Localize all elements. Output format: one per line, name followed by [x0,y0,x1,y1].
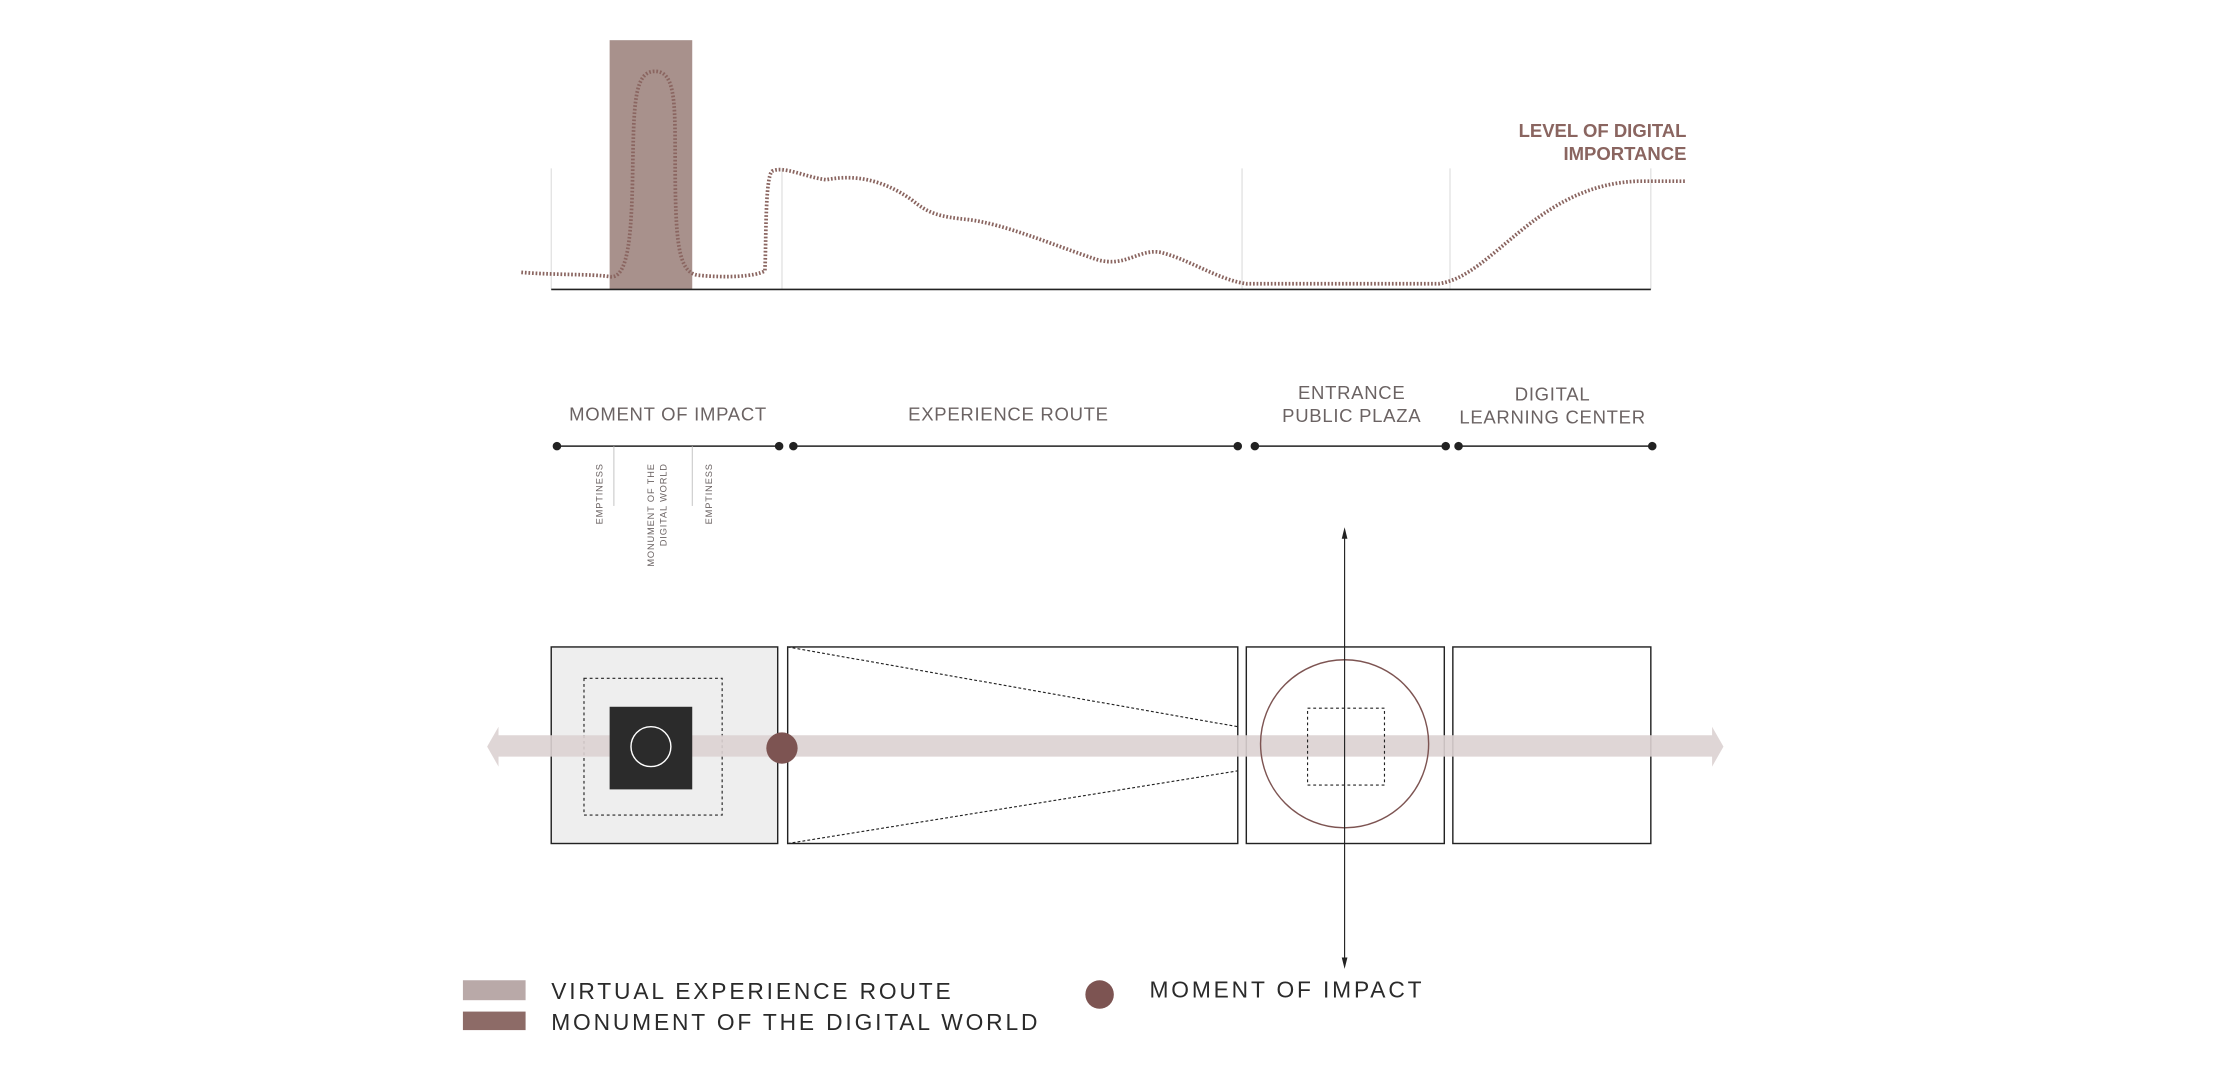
perspective-line-bottom [787,770,1238,845]
importance-curve [521,69,1687,286]
legend-swatch-monument [462,1011,526,1031]
sub-label-emptiness-left: EMPTINESS [595,463,605,524]
graph-gridlines [550,168,1652,290]
arrow-up-icon [1341,527,1348,539]
moment-of-impact-dot [766,732,798,764]
segment-label-moment-of-impact: MOMENT OF IMPACT [569,403,767,424]
segment-label-learning-line2: LEARNING CENTER [1459,406,1645,427]
sub-label-monument-line1: MONUMENT OF THE [646,463,656,566]
segment-label-entrance-line2: PUBLIC PLAZA [1282,405,1421,426]
segment-label-experience-route: EXPERIENCE ROUTE [908,403,1109,424]
arrow-down-icon [1341,957,1348,969]
monument-bar [609,40,693,290]
virtual-experience-route-band [487,726,1724,767]
legend-swatch-route [462,980,526,1001]
segment-label-learning-line1: DIGITAL [1515,384,1591,405]
graph-title-line1: LEVEL OF DIGITAL [1519,120,1687,141]
legend-impact-dot [1085,980,1114,1009]
legend-label-impact: MOMENT OF IMPACT [1149,976,1424,1002]
segment-label-entrance-line1: ENTRANCE [1298,382,1405,403]
perspective-line-top [787,646,1238,728]
site-plan [487,527,1724,969]
legend: VIRTUAL EXPERIENCE ROUTE MONUMENT OF THE… [462,976,1424,1035]
monument-block [609,706,693,790]
graph-title-line2: IMPORTANCE [1563,143,1686,164]
legend-label-route: VIRTUAL EXPERIENCE ROUTE [551,978,953,1004]
legend-label-monument: MONUMENT OF THE DIGITAL WORLD [551,1009,1040,1035]
segment-timeline: MOMENT OF IMPACT EXPERIENCE ROUTE ENTRAN… [552,382,1657,567]
monument-circle [630,726,672,768]
sub-label-monument-line2: DIGITAL WORLD [659,463,669,546]
importance-graph: LEVEL OF DIGITAL IMPORTANCE [521,40,1687,291]
sub-label-emptiness-right: EMPTINESS [704,463,714,524]
plaza-dashed-square [1306,707,1386,786]
